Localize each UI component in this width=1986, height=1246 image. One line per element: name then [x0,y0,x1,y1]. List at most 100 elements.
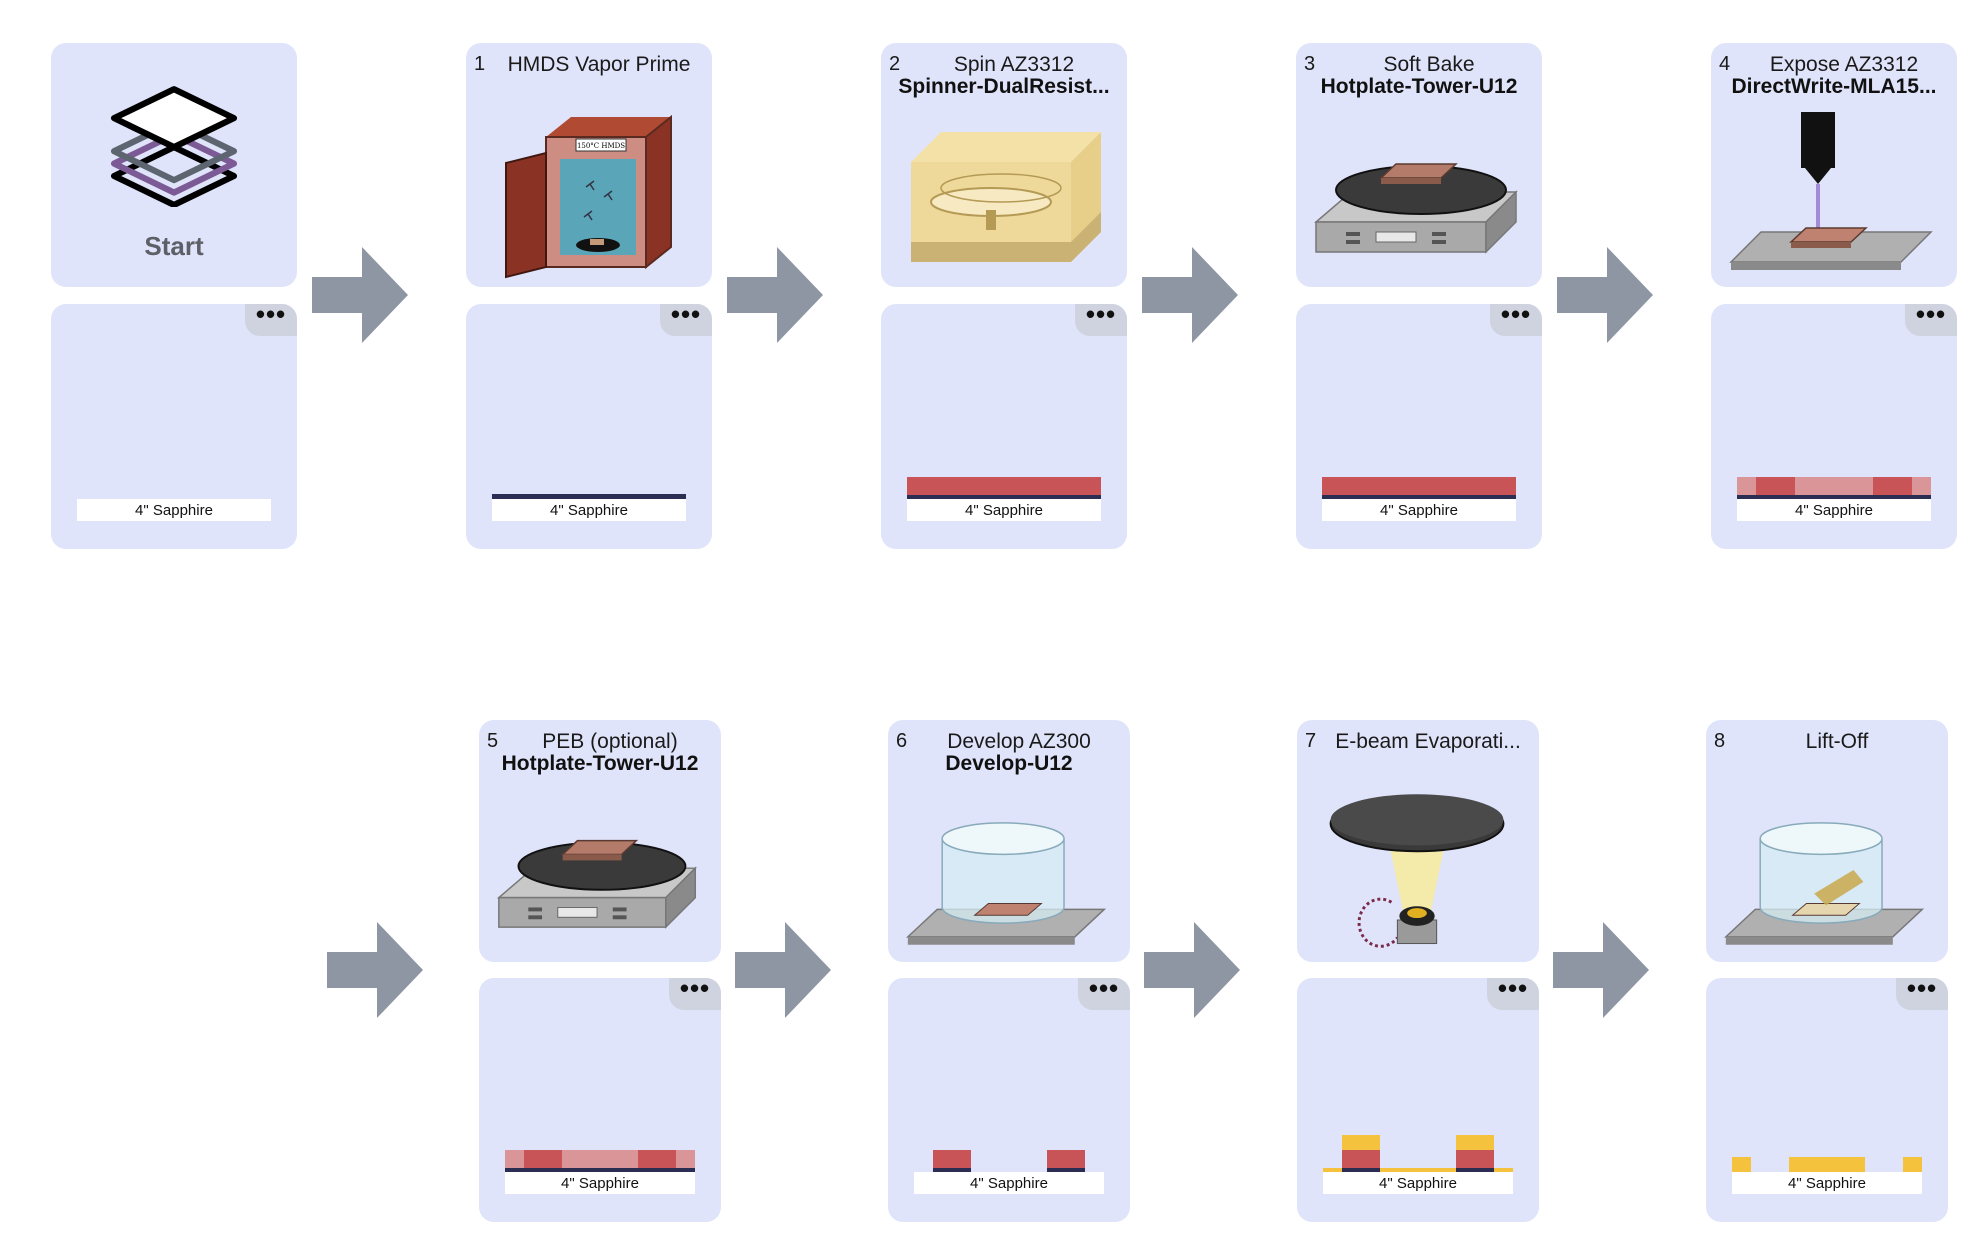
step-title: 5 PEB (optional) Hotplate-Tower-U12 [487,730,713,786]
layer-stack: 4" Sapphire [907,477,1101,521]
substrate-layer: 4" Sapphire [505,1172,695,1194]
stack-card: ••• 4" Sapphire [888,973,1130,1222]
ebeam-evaporator-icon [1307,770,1529,956]
substrate-layer: 4" Sapphire [907,499,1101,521]
flow-arrow-icon [327,922,423,1018]
more-icon: ••• [1088,973,1120,1003]
layer-stack: 4" Sapphire [914,1150,1104,1194]
step-number: 6 [896,730,908,752]
step-title: 6 Develop AZ300 Develop-U12 [896,730,1122,786]
step-title: 8 Lift-Off [1714,730,1940,786]
stack-card: ••• 4" Sapphire [881,299,1127,549]
more-options-button[interactable]: ••• [1075,299,1127,336]
step-number: 4 [1719,53,1731,75]
develop-bath-icon [898,790,1120,956]
metal-resist-layer [1323,1150,1513,1168]
step-card[interactable]: 6 Develop AZ300 Develop-U12 [888,720,1130,962]
more-options-button[interactable]: ••• [1905,299,1957,336]
step-title: 4 Expose AZ3312 DirectWrite-MLA15... [1719,53,1949,109]
step-title: 1 HMDS Vapor Prime [474,53,704,109]
step-card[interactable]: 5 PEB (optional) Hotplate-Tower-U12 [479,720,721,962]
liftoff-bath-icon [1716,790,1938,956]
layer-stack: 4" Sapphire [1732,1157,1922,1194]
metal-top-layer [1323,1135,1513,1150]
substrate-layer: 4" Sapphire [77,499,271,521]
step-number: 8 [1714,730,1726,752]
stack-card: ••• 4" Sapphire [51,299,297,549]
exposed-resist-layer [1737,477,1931,495]
resist-layer [1322,477,1516,495]
layer-stack: 4" Sapphire [1737,477,1931,521]
step-1: 1 HMDS Vapor Prime 150°C HMDS ••• 4" Sap… [466,43,712,549]
exposed-resist-layer [505,1150,695,1168]
step-5: 5 PEB (optional) Hotplate-Tower-U12 ••• [479,720,721,1222]
step-4: 4 Expose AZ3312 DirectWrite-MLA15... ••• [1711,43,1957,549]
hmds-layer [492,494,686,499]
substrate-layer: 4" Sapphire [1732,1172,1922,1194]
step-title: 7 E-beam Evaporati... [1305,730,1531,786]
stack-card: ••• 4" Sapphire [479,973,721,1222]
more-icon: ••• [670,299,702,329]
layers-stack-icon [101,83,247,207]
substrate-layer: 4" Sapphire [1737,499,1931,521]
start-card[interactable]: Start [51,43,297,287]
step-6: 6 Develop AZ300 Develop-U12 ••• [888,720,1130,1222]
flow-arrow-icon [1553,922,1649,1018]
start-label: Start [144,231,204,261]
step-8: 8 Lift-Off ••• 4" Sapphire [1706,720,1948,1222]
layer-stack: 4" Sapphire [492,494,686,521]
flow-arrow-icon [735,922,831,1018]
resist-layer [907,477,1101,495]
more-options-button[interactable]: ••• [669,973,721,1010]
stack-card: ••• 4" Sapphire [1296,301,1542,549]
flow-arrow-icon [1144,922,1240,1018]
more-options-button[interactable]: ••• [660,299,712,336]
step-card[interactable]: 2 Spin AZ3312 Spinner-DualResist... [881,43,1127,287]
layer-stack: 4" Sapphire [77,499,271,521]
more-icon: ••• [1085,299,1117,329]
more-icon: ••• [679,973,711,1003]
step-tool: Develop-U12 [945,752,1073,775]
more-icon: ••• [255,299,287,329]
step-tool: Hotplate-Tower-U12 [1320,75,1518,98]
step-card[interactable]: 3 Soft Bake Hotplate-Tower-U12 [1296,43,1542,287]
svg-text:150°C HMDS: 150°C HMDS [577,142,625,150]
substrate-layer: 4" Sapphire [1322,499,1516,521]
hmds-layer [505,1168,695,1172]
step-number: 3 [1304,53,1316,75]
hmds-layer [1323,1168,1513,1172]
flow-arrow-icon [1142,247,1238,343]
spinner-icon [891,113,1117,281]
step-card[interactable]: 7 E-beam Evaporati... [1297,720,1539,962]
step-card[interactable]: 4 Expose AZ3312 DirectWrite-MLA15... [1711,43,1957,287]
hotplate-icon [1306,123,1532,281]
more-options-button[interactable]: ••• [1078,973,1130,1010]
more-options-button[interactable]: ••• [245,299,297,336]
flow-arrow-icon [1557,247,1653,343]
step-name: Develop AZ300 [947,730,1091,753]
step-number: 2 [889,53,901,75]
hmds-layer [907,495,1101,499]
layer-stack: 4" Sapphire [505,1150,695,1194]
hmds-layer [1322,495,1516,499]
step-card[interactable]: 1 HMDS Vapor Prime 150°C HMDS [466,43,712,287]
step-number: 5 [487,730,499,752]
stack-card: ••• 4" Sapphire [1706,975,1948,1222]
more-icon: ••• [1915,299,1947,329]
stack-card: ••• 4" Sapphire [466,299,712,549]
substrate-layer: 4" Sapphire [914,1172,1104,1194]
step-2: 2 Spin AZ3312 Spinner-DualResist... ••• … [881,43,1127,549]
step-tool: DirectWrite-MLA15... [1731,75,1937,98]
step-name: Lift-Off [1805,730,1869,753]
stack-card: ••• 4 [1297,975,1539,1222]
more-options-button[interactable]: ••• [1896,975,1948,1010]
step-name: Spin AZ3312 [953,53,1075,76]
step-name: Soft Bake [1383,53,1475,76]
more-options-button[interactable]: ••• [1490,301,1542,336]
substrate-layer: 4" Sapphire [1323,1172,1513,1194]
more-options-button[interactable]: ••• [1487,975,1539,1010]
step-card[interactable]: 8 Lift-Off [1706,720,1948,962]
start-step: Start ••• 4" Sapphire [51,43,297,549]
laser-writer-icon [1721,103,1947,281]
layer-stack: 4" Sapphire [1322,477,1516,521]
